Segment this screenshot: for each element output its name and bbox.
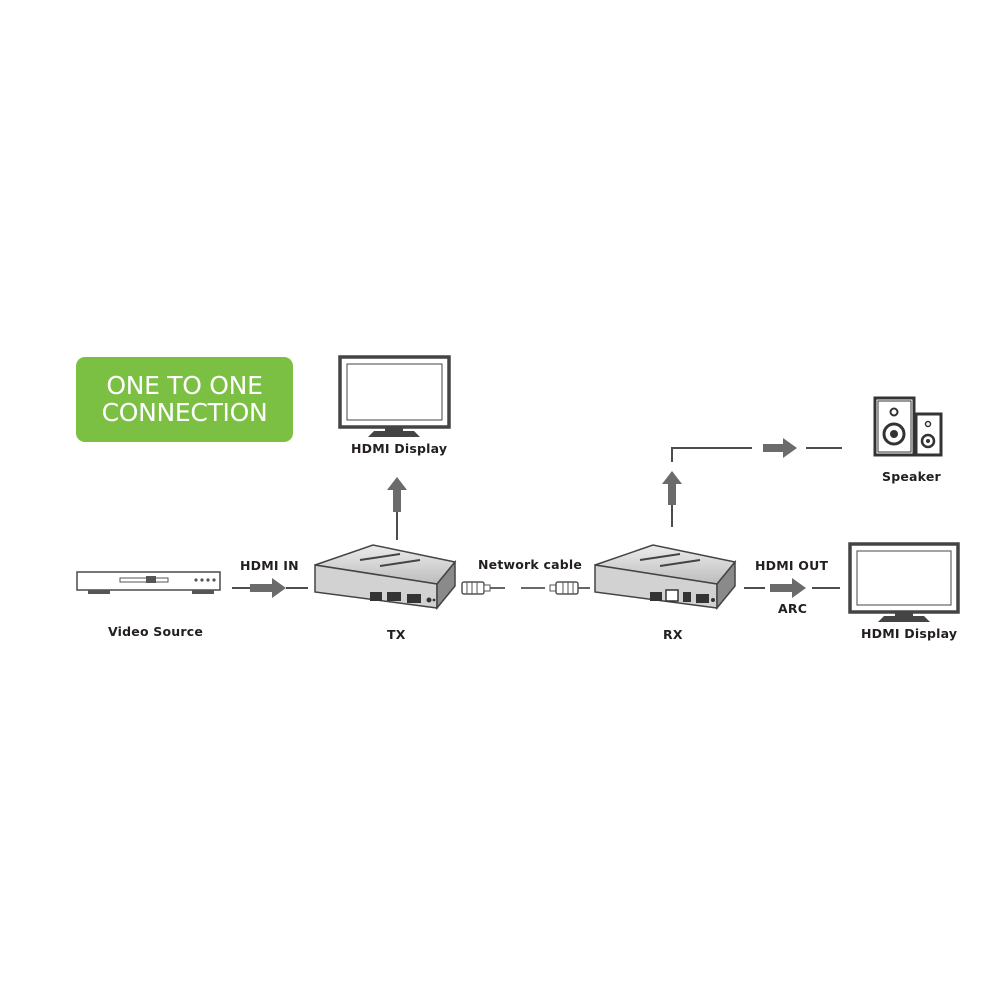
video-source-device [76,571,221,594]
hdmi-display-right-device [848,542,960,622]
badge-line-2: CONNECTION [101,398,268,427]
network-cable-label: Network cable [478,557,583,572]
video-source-label: Video Source [108,624,204,639]
up-arrow-tx [387,477,407,540]
hdmi-display-top-device [338,355,451,437]
tx-label: TX [387,627,406,642]
connection-mode-badge: ONE TO ONE CONNECTION [76,357,293,442]
hdmi-display-top-label: HDMI Display [351,441,448,456]
badge-line-1: ONE TO ONE [106,371,263,400]
speaker-device [873,396,943,457]
hdmi-display-right-label: HDMI Display [861,626,958,641]
hdmi-in-label: HDMI IN [240,558,299,573]
network-cable [461,581,590,595]
rx-label: RX [663,627,683,642]
arc-label: ARC [778,601,808,616]
rx-extender-device [594,544,737,611]
rx-to-speaker-path [662,438,842,527]
hdmi-in-connector [232,578,308,598]
hdmi-out-label: HDMI OUT [755,558,829,573]
tx-extender-device [314,544,457,611]
speaker-label: Speaker [882,469,941,484]
hdmi-out-connector [744,578,840,598]
